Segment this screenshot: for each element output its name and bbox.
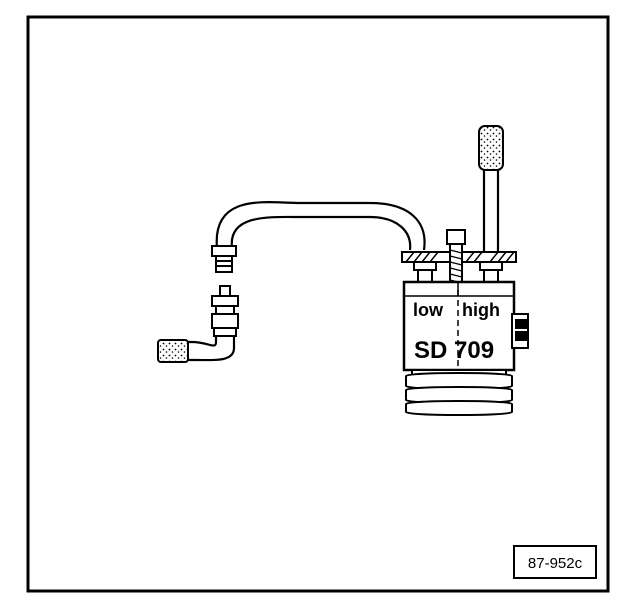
service-valves	[413, 261, 503, 283]
discharge-pipe	[186, 336, 236, 362]
suction-hose	[215, 201, 426, 251]
center-bolt	[446, 229, 466, 291]
label-low: low	[413, 300, 444, 320]
vertical-tube	[482, 168, 500, 252]
lower-left-fitting	[211, 285, 239, 337]
reference-box	[513, 545, 597, 579]
reference-code: 87-952c	[528, 555, 583, 572]
upper-left-fitting	[211, 245, 237, 273]
compressor-head	[402, 280, 516, 372]
clutch-pulley	[405, 369, 513, 416]
label-model: SD 709	[414, 337, 494, 364]
figure-frame	[26, 15, 610, 593]
pipe-end-cap-left	[157, 339, 189, 363]
side-switch	[511, 313, 529, 349]
label-high: high	[462, 300, 500, 320]
tube-end-cap-top	[478, 125, 504, 171]
